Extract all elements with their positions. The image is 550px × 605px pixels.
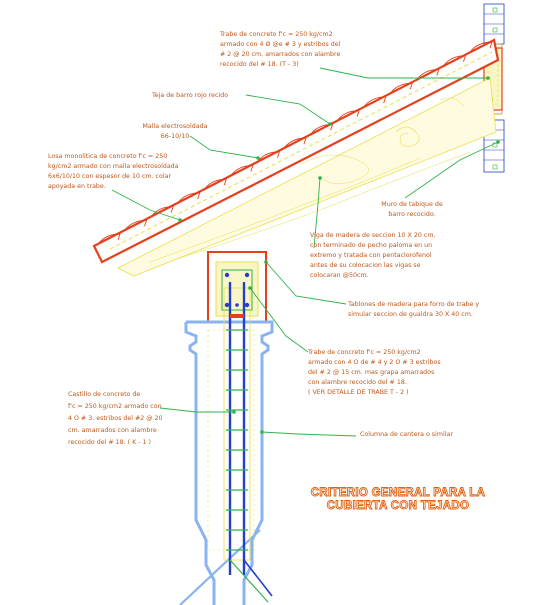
label-line: 66-10/10 (161, 133, 189, 140)
label-line: 4 O # 3. estribos del #2 @ 20 (68, 414, 163, 422)
roof-tile (203, 178, 227, 190)
label-line: Columna de cantera o similar (360, 431, 453, 438)
roof-tile (257, 151, 281, 162)
roof-tile (310, 123, 334, 135)
roof-tile (230, 164, 254, 176)
label-trabe-mid: Trabe de concreto f'c = 250 kg/cm2 armado… (307, 349, 441, 396)
beam-over-column (207, 251, 267, 323)
roof-tile (389, 82, 413, 94)
label-line: barro recocido. (388, 211, 435, 218)
roof-tile (97, 233, 121, 245)
roof-tile (177, 192, 201, 204)
label-line: 6x6/10/10 con espesor de 10 cm. colar (48, 173, 171, 180)
label-trabe-top: Trabe de concreto f'c = 250 kg/cm2 armado… (219, 31, 341, 68)
roof-tile (443, 55, 467, 66)
stone-column (179, 320, 274, 605)
roof-slab (92, 38, 500, 264)
label-line: Trabe de concreto f'c = 250 kg/cm2 (219, 31, 333, 38)
roof-tile (150, 206, 174, 217)
label-line: simular seccion de gualdra 30 X 40 cm. (348, 311, 473, 318)
label-teja: Teja de barro rojo recido (151, 92, 228, 99)
label-line: con alambre recocido del # 18. (308, 379, 407, 386)
label-line: armado con 4 Ø @e # 3 y estribos del (220, 40, 341, 48)
label-line: f'c = 250 kg/cm2 armado con (68, 403, 162, 410)
roof-tile (363, 96, 387, 108)
label-line: Malla electrosoldada (143, 123, 208, 130)
label-line: CUBIERTA CON TEJADO (327, 500, 469, 512)
clay-roof-tiles (97, 41, 493, 245)
label-line: colocaran @50cm. (310, 271, 369, 279)
label-line: kg/cm2 armado con malla electrosoldada (48, 163, 179, 170)
label-line: extremo y tratada con pentaclorofenol (310, 252, 432, 259)
label-castillo: Castillo de concreto de f'c = 250 kg/cm2 … (68, 391, 163, 446)
label-losa: Losa monolitica de concreto f'c = 250 kg/… (48, 153, 179, 190)
leader-lines (111, 67, 500, 437)
label-line: CRITERIO GENERAL PARA LA (311, 487, 485, 499)
label-malla: Malla electrosoldada 66-10/10 (143, 123, 208, 140)
roof-tile (283, 137, 307, 149)
label-line: Teja de barro rojo recido (151, 92, 228, 99)
label-line: Trabe de concreto f'c = 250 kg/cm2 (307, 349, 421, 356)
label-line: Muro de tabique de (381, 201, 443, 208)
label-line: Castillo de concreto de (68, 391, 140, 398)
label-line: Losa monolitica de concreto f'c = 250 (48, 153, 167, 160)
castillo-reinforcement (223, 282, 273, 603)
label-muro: Muro de tabique de barro recocido. (381, 201, 443, 218)
wood-rafter (117, 77, 497, 277)
roof-tile (469, 41, 493, 53)
label-line: recocido del # 18. ( K - 1 ) (68, 439, 151, 446)
label-line: con terminado de pecho paloma en un (310, 242, 432, 249)
label-line: Viga de madera de seccion 10 X 20 cm. (310, 232, 435, 239)
label-line: apoyada en trabe. (48, 183, 106, 190)
label-viga: Viga de madera de seccion 10 X 20 cm. con… (310, 232, 435, 279)
label-line: ( VER DETALLE DE TRABE T - 2 ) (308, 389, 409, 396)
label-line: cm. amarrados con alambre (68, 427, 157, 434)
label-line: # 2 @ 20 cm. amarrados con alambre (220, 50, 340, 58)
label-columna: Columna de cantera o similar (360, 431, 453, 438)
label-line: Tablones de madera para forro de trabe y (347, 301, 479, 308)
label-tablones: Tablones de madera para forro de trabe y… (347, 301, 479, 318)
roof-tile (124, 219, 148, 231)
label-line: armado con 4 O de # 4 y 2 O # 3 estribos (308, 359, 441, 366)
roof-tile (336, 110, 360, 121)
label-line: recocido del # 18. (T - 3) (220, 61, 299, 68)
label-line: antes de su colocacion las vigas se (310, 262, 421, 269)
label-line: del # 2 @ 15 cm. mas grapa amarrados (308, 368, 434, 376)
roof-tile (416, 68, 440, 80)
